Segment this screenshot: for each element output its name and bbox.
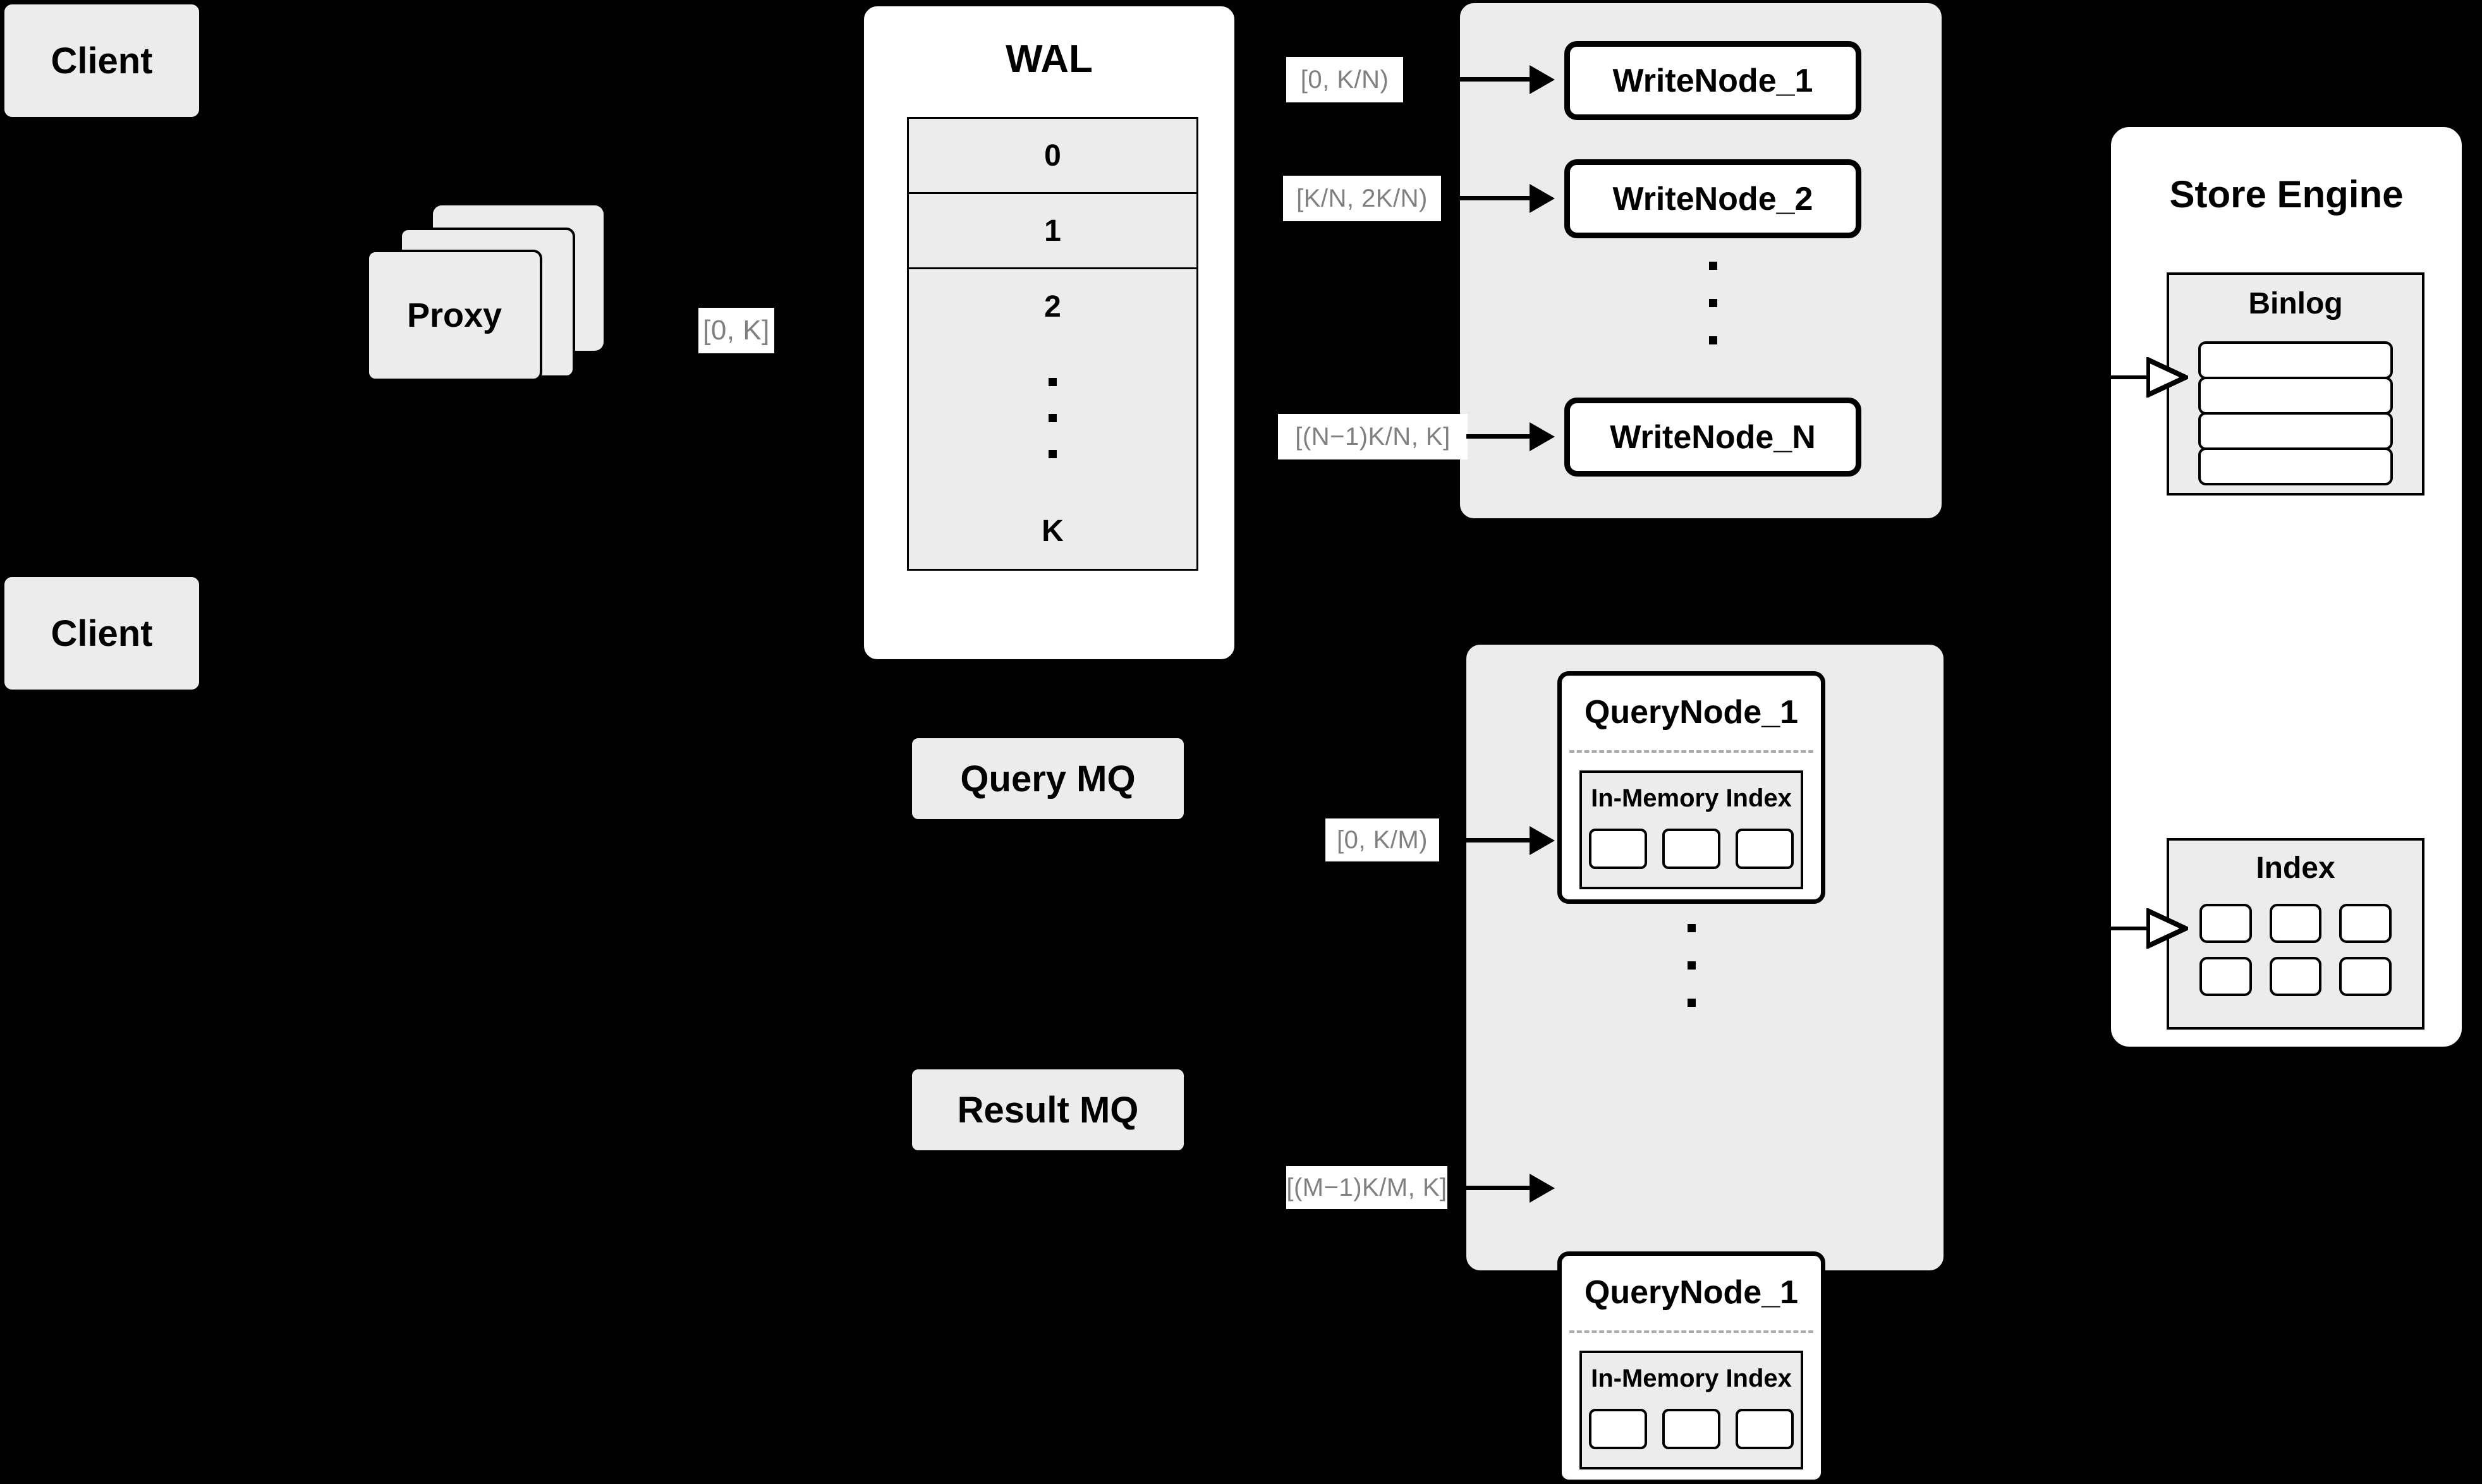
client-label-1: Client [51, 40, 153, 82]
in-memory-index-1: In-Memory Index [1579, 770, 1803, 889]
write-node-1-label: WriteNode_1 [1612, 62, 1813, 99]
ellipsis-dot-icon [1687, 961, 1696, 970]
index-cell [2199, 957, 2252, 996]
index-cell [1589, 829, 1647, 869]
ellipsis-dot-icon [1708, 262, 1717, 270]
binlog-section: Binlog [2167, 272, 2424, 496]
write-node-n-label: WriteNode_N [1610, 418, 1816, 456]
arrow-head-query-node-1 [1530, 826, 1555, 855]
wal-row: 1 [909, 194, 1196, 269]
store-engine-panel: Store Engine Binlog Index [2108, 124, 2465, 1050]
wal-ellipsis [909, 341, 1196, 495]
wal-row-last: K [909, 493, 1196, 569]
index-section: Index [2167, 838, 2424, 1030]
index-cell [1662, 1409, 1720, 1449]
wal-panel: WAL 0 1 2 K [861, 3, 1238, 662]
wal-table-last: K [907, 493, 1198, 571]
proxy-stack[interactable]: Proxy [367, 205, 645, 414]
proxy-label: Proxy [406, 296, 502, 334]
query-node-1-title: QueryNode_1 [1584, 694, 1799, 731]
arrow-line-to-binlog [2109, 375, 2148, 379]
index-cell [1736, 1409, 1794, 1449]
result-mq-box[interactable]: Result MQ [912, 1069, 1184, 1150]
arrow-line-write-node-1 [1404, 77, 1531, 82]
in-memory-index-m: In-Memory Index [1579, 1351, 1803, 1469]
range-label-write-node-2: [K/N, 2K/N) [1283, 176, 1441, 221]
arrow-line-to-index [2109, 927, 2148, 930]
arrow-head-to-binlog-icon [2146, 357, 2188, 398]
write-node-2[interactable]: WriteNode_2 [1564, 159, 1861, 238]
ellipsis-dot-icon [1049, 450, 1057, 458]
arrow-line-write-node-n [1466, 434, 1531, 439]
ellipsis-dot-icon [1687, 923, 1696, 932]
in-memory-index-1-title: In-Memory Index [1591, 784, 1792, 812]
index-cell [1662, 829, 1720, 869]
index-cell [2199, 904, 2252, 943]
arrow-line-write-node-2 [1441, 196, 1531, 200]
query-node-m-separator [1569, 1330, 1813, 1333]
range-label-query-node-m: [(M−1)K/M, K] [1286, 1166, 1447, 1209]
arrow-head-write-node-1 [1530, 65, 1555, 94]
wal-table: 0 1 2 [907, 117, 1198, 347]
range-label-write-node-n: [(N−1)K/N, K] [1278, 414, 1468, 459]
binlog-bar [2198, 412, 2393, 450]
ellipsis-dot-icon [1049, 378, 1057, 386]
range-label-proxy-to-wal: [0, K] [698, 308, 774, 353]
write-node-1[interactable]: WriteNode_1 [1564, 41, 1861, 120]
client-box-2[interactable]: Client [4, 577, 199, 690]
index-cell [2269, 957, 2322, 996]
in-memory-index-1-cells [1582, 829, 1801, 869]
result-mq-label: Result MQ [957, 1089, 1139, 1131]
binlog-bar [2198, 377, 2393, 415]
ellipsis-dot-icon [1687, 998, 1696, 1007]
range-label-query-node-1: [0, K/M) [1325, 818, 1439, 861]
in-memory-index-m-title: In-Memory Index [1591, 1365, 1792, 1392]
query-node-ellipsis [1557, 911, 1825, 1019]
index-cell [2339, 957, 2392, 996]
binlog-title: Binlog [2248, 287, 2343, 320]
binlog-bar [2198, 447, 2393, 485]
diagram-canvas: Client Client Proxy [0, K] WAL 0 1 2 K [4, 3, 2465, 1484]
wal-row: 2 [909, 269, 1196, 344]
index-grid [2199, 904, 2392, 996]
arrow-head-write-node-n [1530, 422, 1555, 451]
range-label-write-node-1: [0, K/N) [1286, 57, 1403, 102]
query-mq-box[interactable]: Query MQ [912, 738, 1184, 819]
binlog-bar [2198, 341, 2393, 379]
arrow-head-to-index-icon [2146, 908, 2188, 949]
ellipsis-dot-icon [1708, 336, 1717, 344]
query-node-m-title: QueryNode_1 [1584, 1274, 1799, 1311]
write-node-n[interactable]: WriteNode_N [1564, 398, 1861, 477]
index-title: Index [2256, 851, 2335, 885]
binlog-bars [2198, 341, 2393, 485]
write-node-ellipsis [1564, 254, 1861, 352]
client-label-2: Client [51, 612, 153, 654]
index-cell [1589, 1409, 1647, 1449]
wal-table-ellipsis [907, 341, 1198, 497]
arrow-head-write-node-2 [1530, 184, 1555, 213]
ellipsis-dot-icon [1049, 414, 1057, 422]
proxy-card-front[interactable]: Proxy [367, 250, 542, 381]
query-node-1[interactable]: QueryNode_1 In-Memory Index [1557, 671, 1825, 904]
query-node-m[interactable]: QueryNode_1 In-Memory Index [1557, 1251, 1825, 1484]
index-cell [1736, 829, 1794, 869]
wal-row: 0 [909, 119, 1196, 194]
write-node-group: WriteNode_1 WriteNode_2 WriteNode_N [1460, 3, 1942, 518]
ellipsis-dot-icon [1708, 299, 1717, 307]
store-engine-title: Store Engine [2169, 173, 2404, 216]
index-cell [2339, 904, 2392, 943]
index-cell [2269, 904, 2322, 943]
wal-title: WAL [1006, 37, 1093, 81]
arrow-head-query-node-m [1530, 1174, 1555, 1203]
query-node-1-separator [1569, 750, 1813, 753]
arrow-line-query-node-m [1447, 1186, 1531, 1190]
query-mq-label: Query MQ [960, 758, 1136, 800]
arrow-line-query-node-1 [1439, 838, 1531, 842]
write-node-2-label: WriteNode_2 [1612, 180, 1813, 217]
in-memory-index-m-cells [1582, 1409, 1801, 1449]
client-box-1[interactable]: Client [4, 4, 199, 117]
